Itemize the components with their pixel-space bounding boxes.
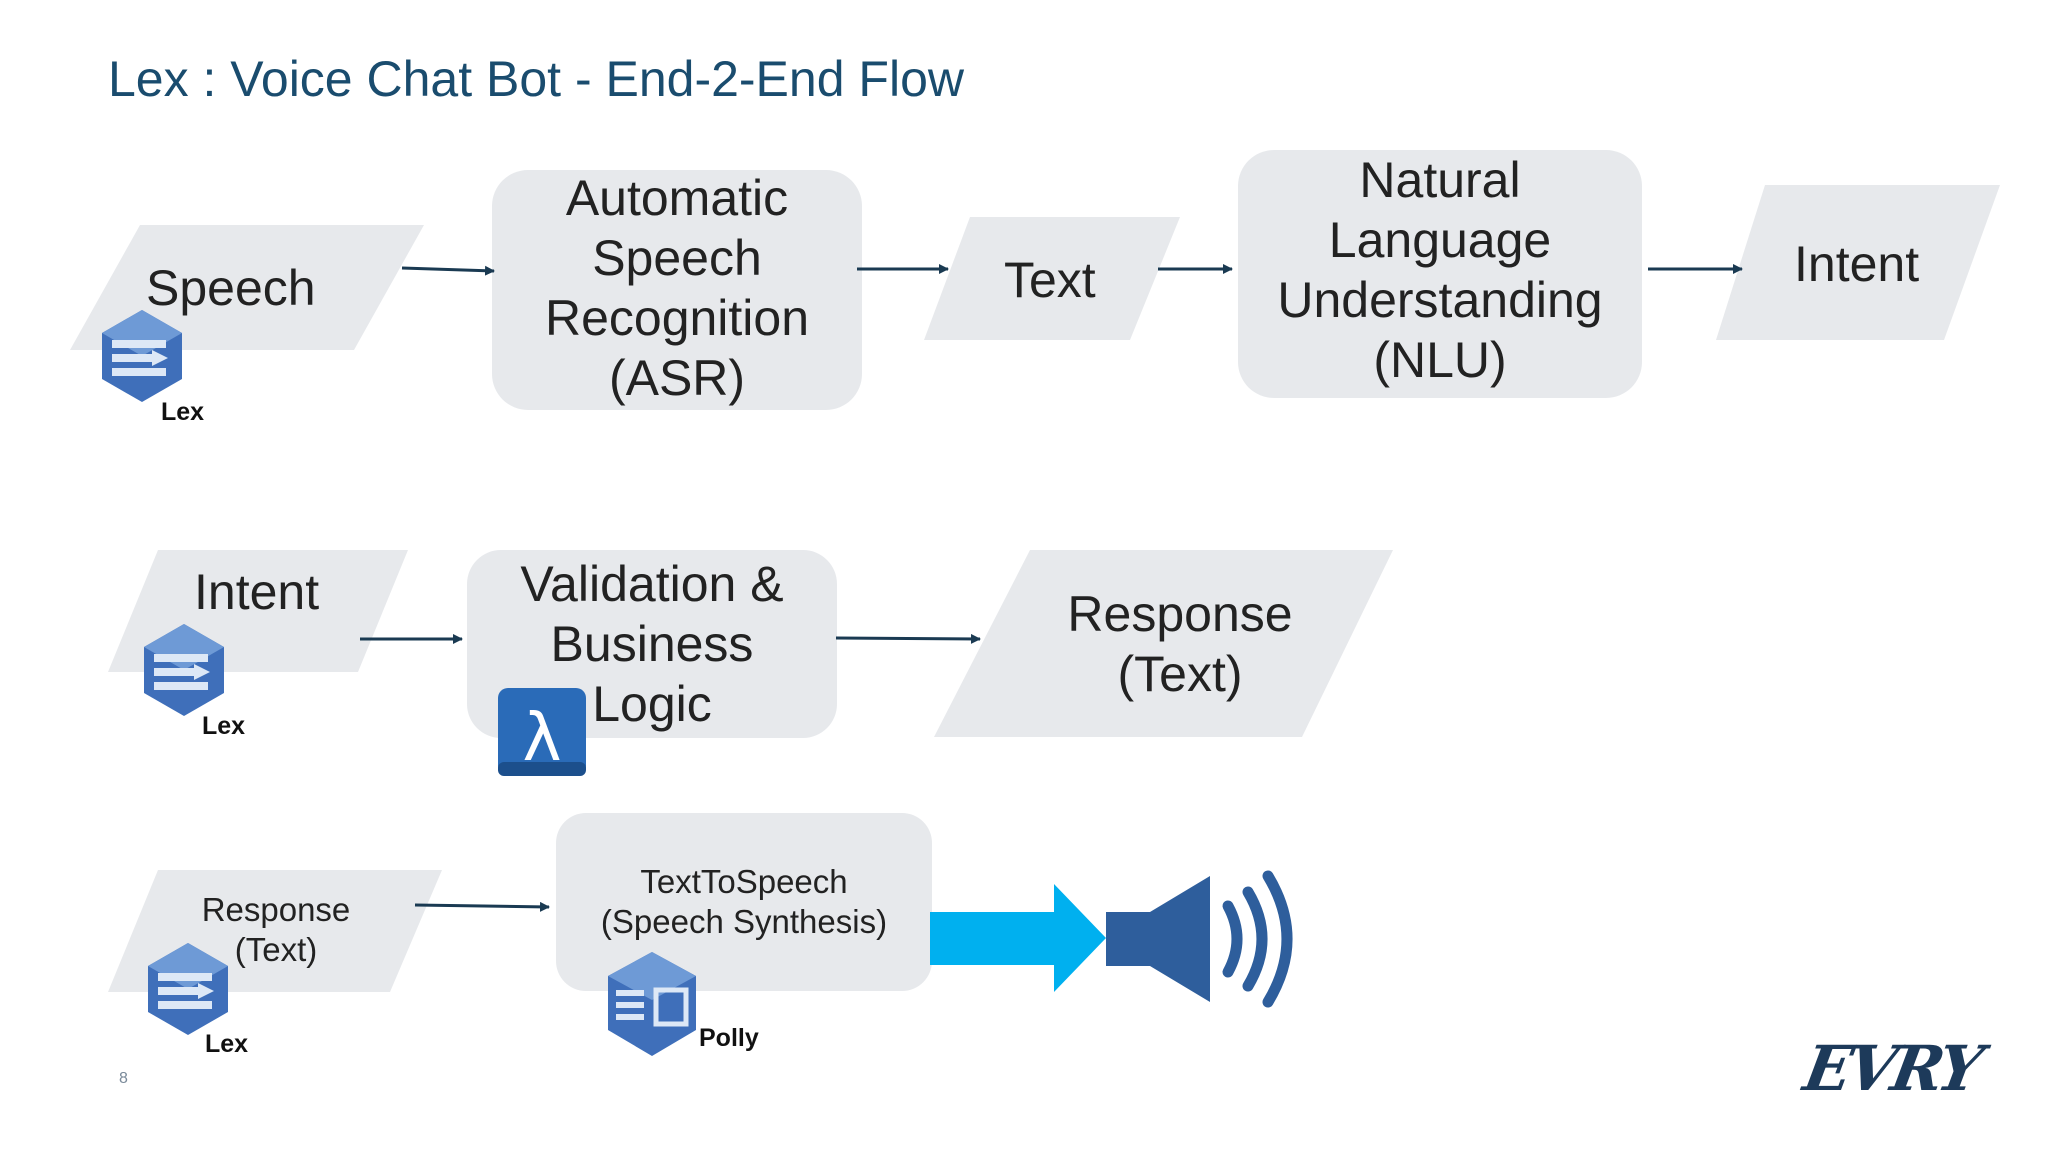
arrow-logic-to-response: [835, 633, 981, 644]
lambda-icon: λ: [498, 688, 586, 776]
tts-box: [556, 813, 932, 991]
polly-caption: Polly: [699, 1024, 759, 1052]
response-text-parallelogram: [934, 550, 1393, 737]
slide-title: Lex : Voice Chat Bot - End-2-End Flow: [108, 51, 964, 107]
intent-out-parallelogram: [1716, 185, 2000, 340]
speaker-icon: [1106, 870, 1293, 1008]
lex-caption-row2: Lex: [202, 712, 246, 740]
response-input-label: Response (Text): [201, 891, 351, 968]
intent-output-label: Intent: [1794, 236, 1920, 292]
text-parallelogram: [924, 217, 1180, 340]
svg-text:λ: λ: [522, 699, 561, 776]
lex-caption-row1: Lex: [161, 398, 205, 426]
response-text-label: Response (Text): [1067, 586, 1293, 702]
speech-parallelogram: [70, 225, 424, 350]
asr-box: [492, 170, 862, 410]
tts-label: TextToSpeech (Speech Synthesis): [600, 863, 888, 940]
nlu-box: [1238, 150, 1642, 398]
arrow-response-to-tts: [414, 901, 550, 912]
arrow-speech-to-asr: [401, 265, 495, 276]
text-label: Text: [1004, 252, 1096, 308]
logic-label: Validation & Business Logic: [520, 556, 784, 732]
lex-caption-row3: Lex: [205, 1030, 249, 1058]
asr-label: Automatic Speech Recognition (ASR): [544, 170, 810, 406]
nlu-label: Natural Language Understanding (NLU): [1277, 152, 1603, 388]
evry-logo: EVRY: [1798, 1032, 1985, 1105]
speech-label: Speech: [146, 260, 316, 316]
page-number: 8: [119, 1070, 128, 1087]
big-output-arrow: [930, 884, 1106, 992]
intent-input-label: Intent: [194, 564, 320, 620]
polly-icon: [608, 952, 696, 1056]
